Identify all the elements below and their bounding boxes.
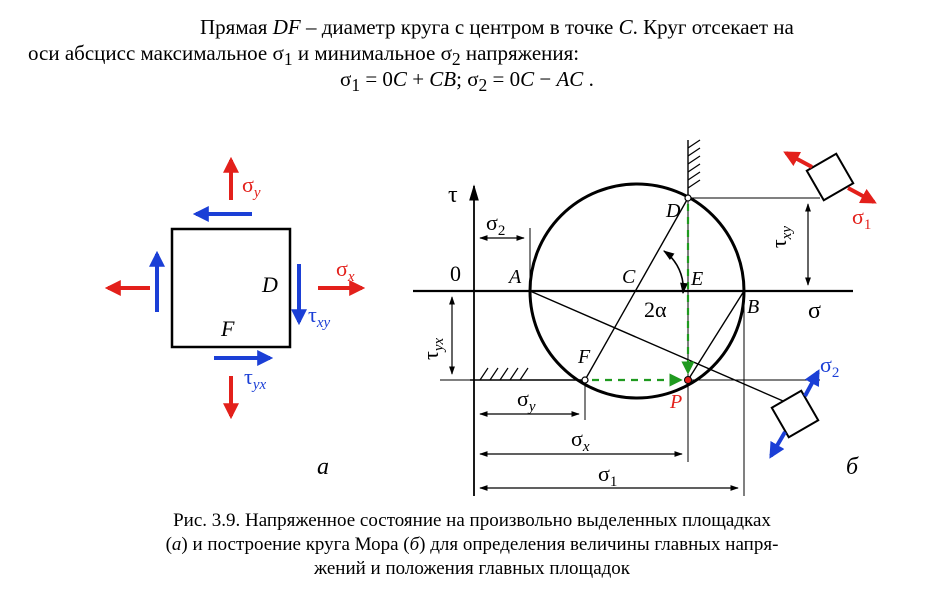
sigma-y-label: σy xyxy=(242,172,261,201)
origin-label: 0 xyxy=(450,261,461,286)
tau-yx-dim-label: τyx xyxy=(418,337,447,360)
line-bp xyxy=(687,290,745,381)
sigma-2-arrow-up xyxy=(803,369,820,397)
sigma-2-arrow-down xyxy=(769,430,787,459)
point-d-marker xyxy=(684,194,692,202)
tau-xy-label: τxy xyxy=(308,302,331,331)
angle-2alpha-arc xyxy=(663,250,688,295)
point-c-label: C xyxy=(622,266,636,288)
caption-line-2: (а) и построение круга Мора (б) для опре… xyxy=(165,534,779,555)
tau-yx-label: τyx xyxy=(244,364,267,393)
caption-line-3: жений и положения главных площадок xyxy=(313,558,631,579)
sigma-x-label: σx xyxy=(336,256,355,285)
point-f-label-a: F xyxy=(220,316,235,341)
point-f-marker xyxy=(581,376,589,384)
point-p-label: P xyxy=(669,391,682,413)
figure-b-label: б xyxy=(846,454,859,480)
point-p-marker xyxy=(684,376,692,384)
support-left-hatch xyxy=(479,367,529,381)
figure-a: σy σx τxy τyx D F а xyxy=(104,156,366,480)
figure-a-label: а xyxy=(317,454,329,480)
sigma-1-arrow-right xyxy=(847,186,877,204)
point-e-label: E xyxy=(690,268,703,290)
sigma-axis-label: σ xyxy=(808,298,821,324)
point-b-label: B xyxy=(747,296,759,318)
point-f-label: F xyxy=(577,346,591,368)
point-a-label: A xyxy=(507,266,522,288)
figure-b: τ σ 0 A B C D E F P 2α σ2 σy σx σ1 τxy τ… xyxy=(413,139,877,496)
sigma-2-element-label: σ2 xyxy=(820,352,839,381)
sigma-x-dim-label: σx xyxy=(571,426,590,455)
tau-axis-label: τ xyxy=(448,182,458,208)
sigma-1-element-label: σ1 xyxy=(852,204,871,233)
formula-line: σ1 = 0C + CB; σ2 = 0C − AC . xyxy=(340,67,594,96)
point-d-label-a: D xyxy=(261,272,278,297)
support-top-hatch xyxy=(687,139,701,189)
sigma-2-dim-label: σ2 xyxy=(486,210,505,239)
sigma-y-dim-label: σy xyxy=(517,386,536,415)
principal-element-sigma-1 xyxy=(805,152,855,202)
principal-element-sigma-2 xyxy=(770,389,820,439)
text-line-1: Прямая DF – диаметр круга с центром в то… xyxy=(200,15,794,39)
sigma-1-arrow-left xyxy=(783,151,813,169)
tau-xy-dim-label: τxy xyxy=(766,226,795,249)
point-d-label: D xyxy=(665,200,681,222)
sigma-1-dim-label: σ1 xyxy=(598,461,617,490)
caption-line-1: Рис. 3.9. Напряженное состояние на произ… xyxy=(173,510,771,531)
diameter-df xyxy=(584,197,689,381)
figure-caption: Рис. 3.9. Напряженное состояние на произ… xyxy=(0,509,944,581)
text-line-2: оси абсцисс максимальное σ1 и минимально… xyxy=(28,41,580,70)
angle-2alpha-label: 2α xyxy=(644,297,667,322)
stress-element-square xyxy=(170,227,292,349)
line-ap xyxy=(529,290,791,405)
